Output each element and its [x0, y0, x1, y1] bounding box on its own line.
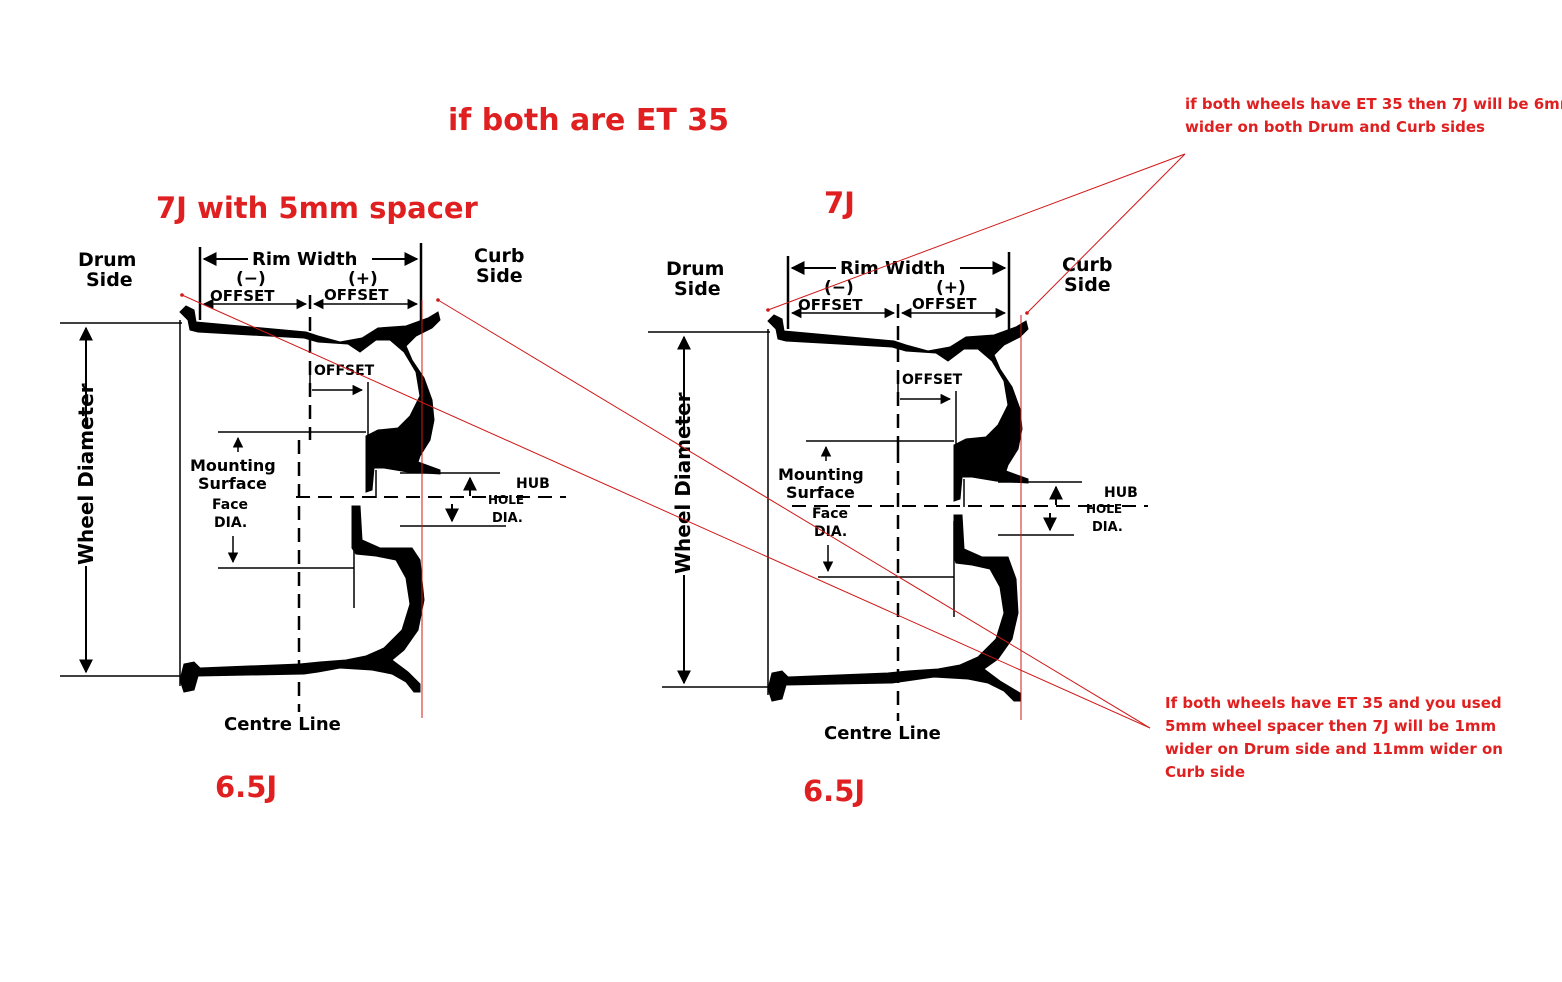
- wheel-diameter-label: Wheel Diameter: [671, 392, 695, 574]
- curb-side-label-2: Side: [476, 265, 523, 287]
- drum-side-label-2: Side: [86, 269, 133, 291]
- curb-side-label-2: Side: [1064, 274, 1111, 296]
- offset-pos-label: OFFSET: [324, 286, 389, 304]
- face-dia-label: DIA.: [814, 524, 847, 540]
- note-bottom-line-4: Curb side: [1165, 763, 1245, 781]
- face-label: Face: [212, 497, 248, 513]
- drum-side-label-2: Side: [674, 278, 721, 300]
- mounting-label: Mounting: [778, 465, 864, 484]
- wheel-diagram-left: 7J with 5mm spacer 6.5J Drum Side Curb S…: [60, 191, 566, 804]
- main-title: if both are ET 35: [448, 103, 729, 138]
- hub-dia-label: DIA.: [492, 511, 523, 526]
- red-reference-lines: [180, 153, 1186, 729]
- centre-line-label: Centre Line: [824, 723, 941, 744]
- note-top-line-2: wider on both Drum and Curb sides: [1185, 118, 1485, 136]
- pos-sign: (+): [348, 269, 378, 289]
- neg-sign: (−): [236, 269, 266, 289]
- rim-width-label: Rim Width: [840, 258, 945, 279]
- surface-label: Surface: [198, 474, 267, 493]
- face-dia-label: DIA.: [214, 515, 247, 531]
- hole-label: HOLE: [488, 493, 524, 507]
- centre-line-label: Centre Line: [224, 714, 341, 735]
- label-7j-with-spacer: 7J with 5mm spacer: [156, 191, 479, 225]
- note-bottom-line-1: If both wheels have ET 35 and you used: [1165, 694, 1502, 712]
- offset-neg-label: OFFSET: [210, 287, 275, 305]
- note-top-line-1: if both wheels have ET 35 then 7J will b…: [1185, 95, 1562, 113]
- hub-dia-label: DIA.: [1092, 520, 1123, 535]
- pos-sign: (+): [936, 278, 966, 298]
- hub-label: HUB: [516, 476, 550, 492]
- note-top: if both wheels have ET 35 then 7J will b…: [1185, 95, 1562, 136]
- wheel-diameter-label: Wheel Diameter: [74, 383, 98, 565]
- mounting-label: Mounting: [190, 456, 276, 475]
- drum-side-label: Drum: [666, 258, 724, 280]
- hub-label: HUB: [1104, 485, 1138, 501]
- label-7j: 7J: [824, 186, 855, 220]
- offset-neg-label: OFFSET: [798, 296, 863, 314]
- note-bottom: If both wheels have ET 35 and you used 5…: [1165, 694, 1503, 781]
- offset-inner-label: OFFSET: [314, 363, 375, 379]
- wheel-diagram-right: 7J 6.5J Drum Side Curb Side Rim Width (−…: [648, 186, 1148, 808]
- label-6-5j: 6.5J: [803, 774, 865, 808]
- curb-side-label: Curb: [474, 245, 524, 267]
- rim-width-label: Rim Width: [252, 249, 357, 270]
- curb-side-label: Curb: [1062, 254, 1112, 276]
- neg-sign: (−): [824, 278, 854, 298]
- note-bottom-line-3: wider on Drum side and 11mm wider on: [1165, 740, 1503, 758]
- surface-label: Surface: [786, 483, 855, 502]
- face-label: Face: [812, 506, 848, 522]
- offset-inner-label: OFFSET: [902, 372, 963, 388]
- offset-pos-label: OFFSET: [912, 295, 977, 313]
- note-bottom-line-2: 5mm wheel spacer then 7J will be 1mm: [1165, 717, 1496, 735]
- hole-label: HOLE: [1086, 502, 1122, 516]
- drum-side-label: Drum: [78, 249, 136, 271]
- label-6-5j: 6.5J: [215, 770, 277, 804]
